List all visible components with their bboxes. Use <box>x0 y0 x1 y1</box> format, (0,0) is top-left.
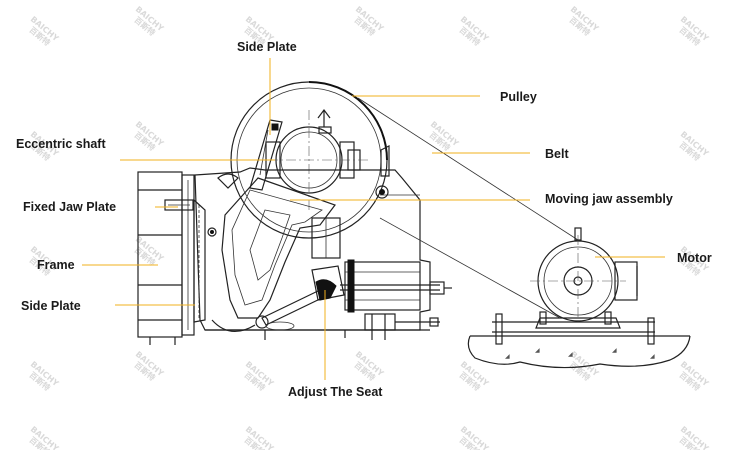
frame-block <box>137 171 195 338</box>
crusher-machine <box>137 81 452 345</box>
label-adjust-the-seat: Adjust The Seat <box>288 385 383 399</box>
label-belt: Belt <box>545 147 569 161</box>
label-fixed-jaw-plate: Fixed Jaw Plate <box>23 200 116 214</box>
label-frame: Frame <box>37 258 75 272</box>
fixed-jaw-plate <box>193 198 206 323</box>
svg-text:◢: ◢ <box>612 348 617 354</box>
label-eccentric-shaft: Eccentric shaft <box>16 137 106 151</box>
svg-text:◢: ◢ <box>535 348 540 354</box>
label-side-plate-top: Side Plate <box>237 40 297 54</box>
moving-jaw <box>211 119 336 332</box>
base-bolts <box>149 313 440 345</box>
motor-assembly: ◢ ◢ ◢ ◢ ◢ <box>467 227 691 369</box>
labels: Side Plate Pulley Eccentric shaft Belt M… <box>16 40 712 399</box>
svg-text:◢: ◢ <box>650 354 655 360</box>
eccentric-shaft <box>250 109 370 210</box>
label-side-plate-bottom: Side Plate <box>21 299 81 313</box>
label-motor: Motor <box>677 251 712 265</box>
svg-text:◢: ◢ <box>568 352 573 358</box>
label-pulley: Pulley <box>500 90 537 104</box>
belt <box>357 97 579 319</box>
leader-lines <box>82 58 665 380</box>
label-moving-jaw-assembly: Moving jaw assembly <box>545 192 673 206</box>
toggle-assembly <box>255 217 452 329</box>
svg-text:◢: ◢ <box>505 354 510 360</box>
